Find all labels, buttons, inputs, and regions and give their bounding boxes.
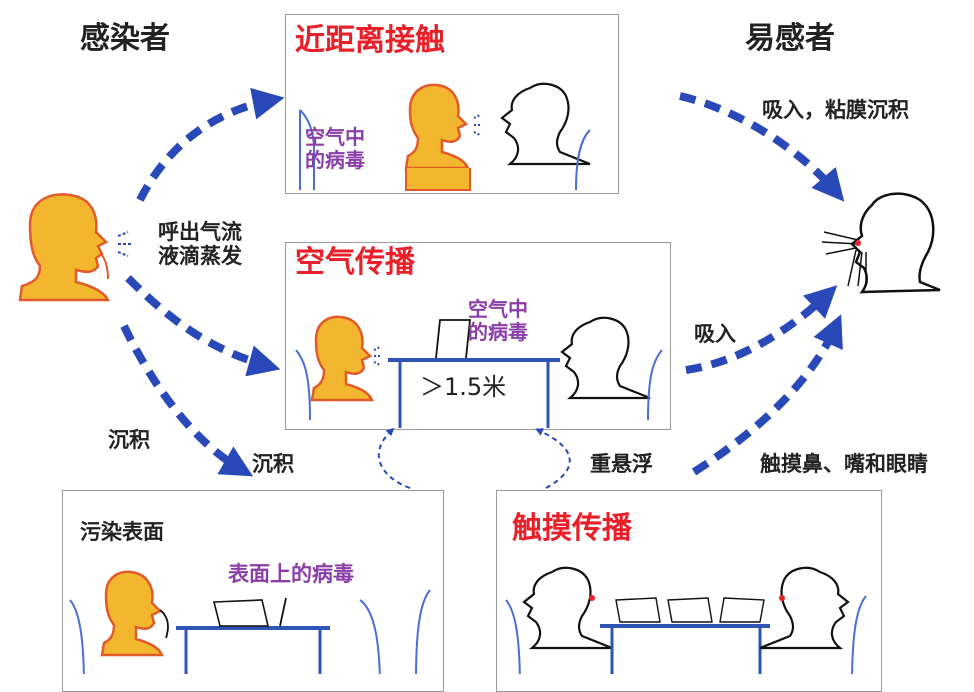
touch-title: 触摸传播 xyxy=(512,511,632,546)
airborne-virus-label: 空气中 的病毒 xyxy=(468,297,528,344)
arrow-to-airborne xyxy=(125,275,281,377)
resuspend-label: 重悬浮 xyxy=(590,452,653,476)
susceptible-label: 易感者 xyxy=(745,21,835,56)
distance-label: ＞1.5米 xyxy=(420,373,507,401)
infected-person-icon xyxy=(18,193,132,302)
resuspension-arrows xyxy=(378,427,571,489)
surface-scene xyxy=(69,570,431,674)
transmission-arrows xyxy=(120,87,845,477)
arrow-touch-to-susceptible xyxy=(691,314,843,476)
exhale-label: 呼出气流 液滴蒸发 xyxy=(158,220,242,269)
arrow-to-close-contact xyxy=(136,87,285,202)
surface-virus-label: 表面上的病毒 xyxy=(228,562,354,586)
surface-title: 污染表面 xyxy=(80,520,164,544)
inhale-label: 吸入 xyxy=(694,322,736,346)
close-contact-virus-label: 空气中 的病毒 xyxy=(305,125,365,172)
susceptible-person-icon xyxy=(821,192,941,294)
deposit-center-label: 沉积 xyxy=(252,452,294,476)
close-contact-scene xyxy=(299,82,591,191)
touch-scene xyxy=(505,566,867,674)
arrow-to-surface xyxy=(120,324,254,477)
touch-face-label: 触摸鼻、嘴和眼睛 xyxy=(760,452,928,476)
airborne-title: 空气传播 xyxy=(295,245,415,280)
arrow-airborne-to-susceptible xyxy=(685,285,838,374)
illustration-layer xyxy=(18,82,941,674)
transmission-diagram: 感染者 易感者 近距离接触 空气中 的病毒 呼出气流 液滴蒸发 空气传播 空气中… xyxy=(18,14,941,692)
arrow-close-to-susceptible xyxy=(679,92,845,202)
airborne-scene xyxy=(295,315,663,428)
infected-label: 感染者 xyxy=(80,21,170,56)
deposit-left-label: 沉积 xyxy=(108,428,150,452)
inhale-deposit-label: 吸入，粘膜沉积 xyxy=(762,98,909,122)
close-contact-title: 近距离接触 xyxy=(295,23,445,58)
